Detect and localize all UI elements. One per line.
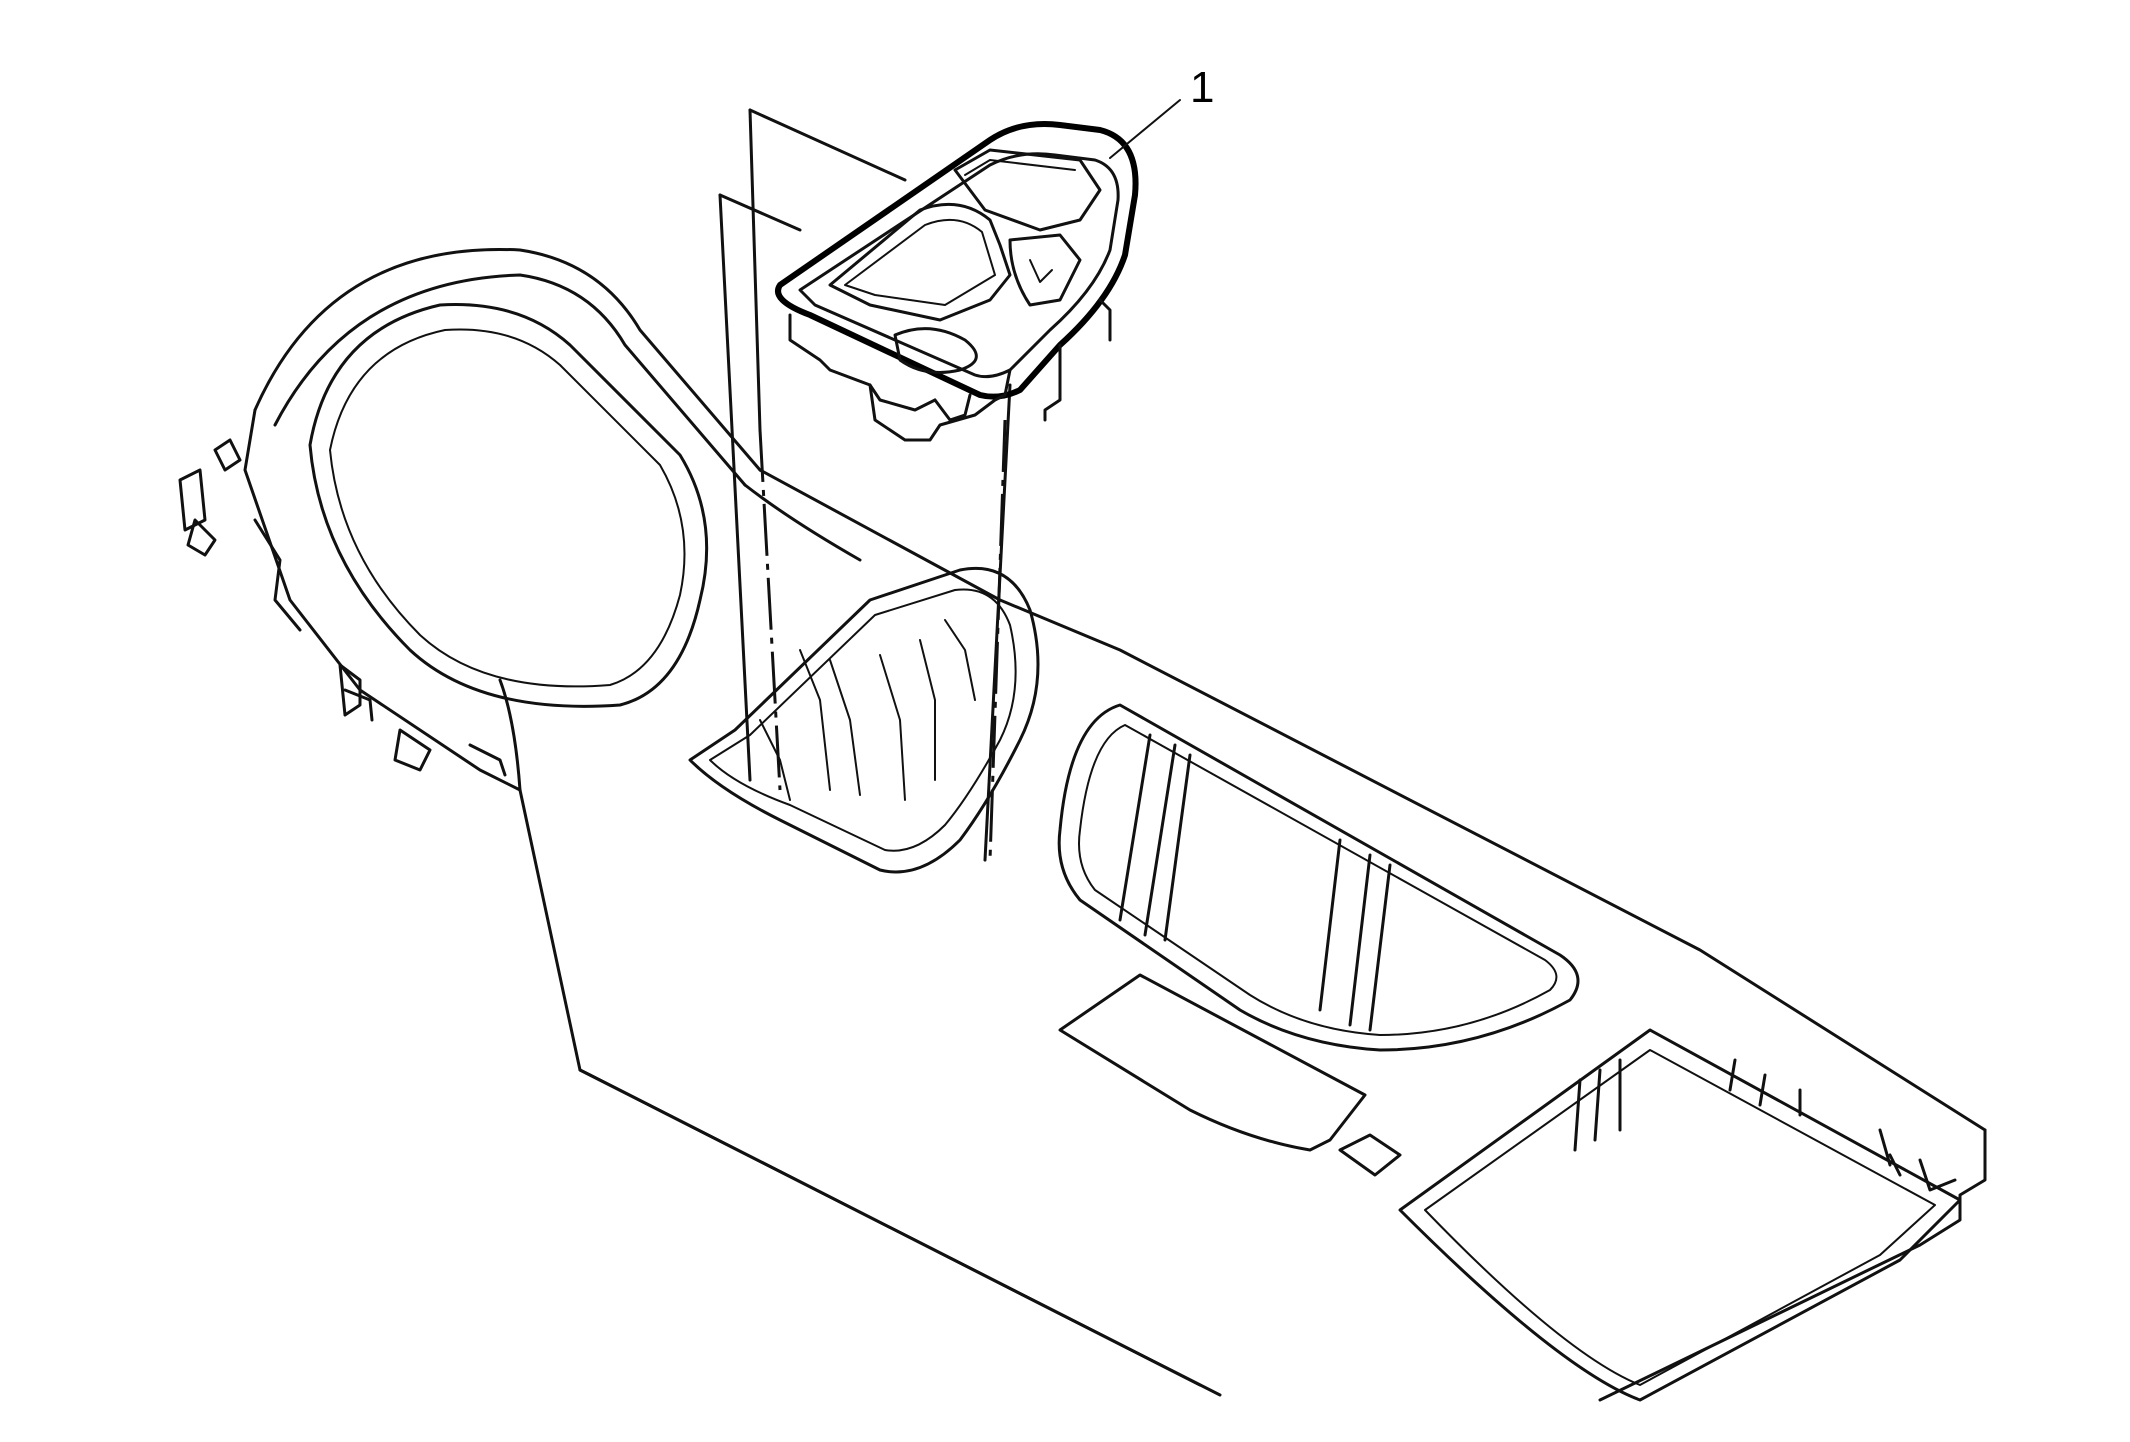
explode-guide-lines: [718, 108, 1012, 862]
shifter-trim-module: [775, 121, 1139, 442]
callout-1: 1: [1109, 63, 1214, 159]
callout-label: 1: [1190, 63, 1214, 112]
callout-leader-line: [1109, 99, 1181, 159]
console-housing: [178, 247, 1987, 1402]
